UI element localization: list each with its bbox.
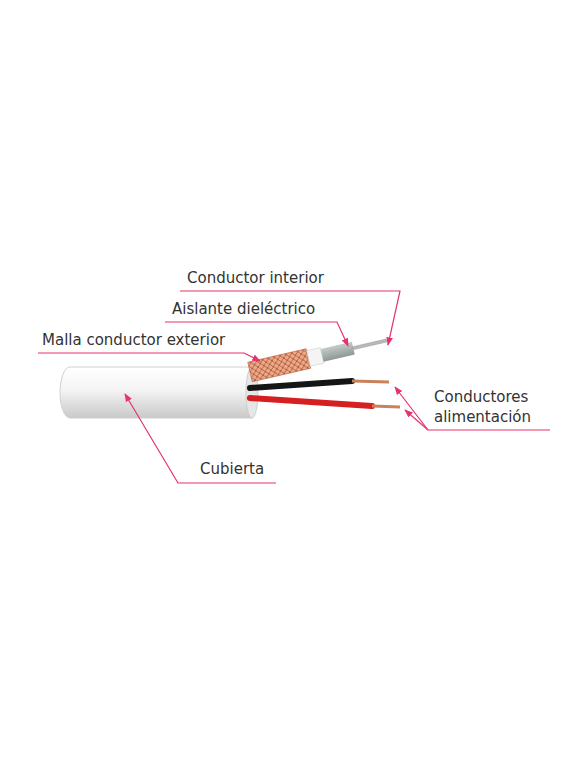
part-label: Conductor interior	[187, 268, 324, 288]
cable-jacket	[60, 367, 258, 418]
part-label: Aislante dieléctrico	[172, 299, 315, 319]
part-label: Cubierta	[200, 459, 264, 479]
part-label: Malla conductor exterior	[42, 330, 225, 350]
coax-core	[248, 331, 389, 382]
power-wires	[250, 381, 400, 407]
leader-lines	[38, 291, 550, 483]
part-label: Conductores alimentación	[434, 387, 552, 427]
